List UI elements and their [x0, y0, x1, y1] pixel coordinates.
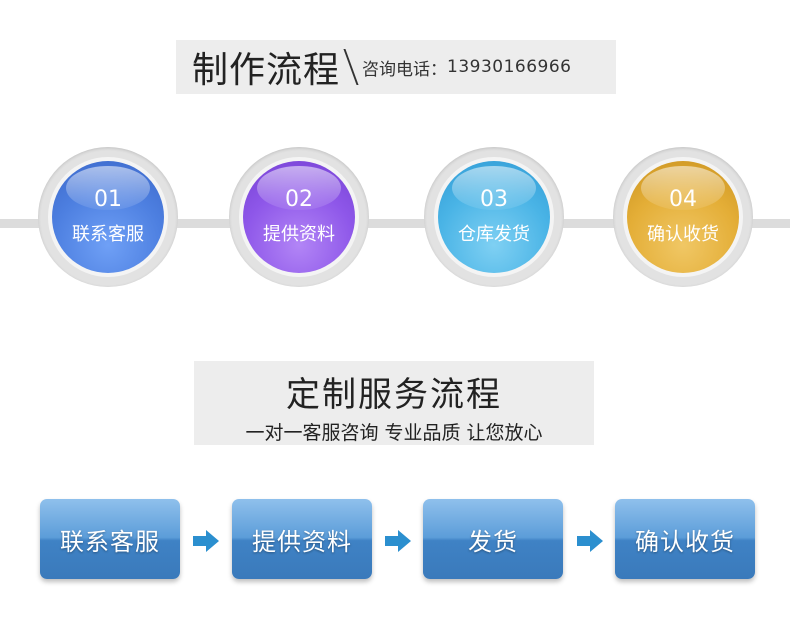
step-number: 02 — [285, 187, 313, 212]
process-step-confirm-button[interactable]: 确认收货 — [615, 499, 755, 579]
step-2: 02 提供资料 — [229, 147, 369, 287]
step-ball: 02 提供资料 — [243, 161, 355, 273]
page-title: 制作流程 — [192, 50, 341, 91]
section-title: 定制服务流程 — [286, 375, 502, 415]
step-3: 03 仓库发货 — [424, 147, 564, 287]
steps-track — [0, 219, 790, 228]
step-label: 提供资料 — [263, 224, 335, 245]
step-number: 03 — [480, 187, 508, 212]
phone-number: 13930166966 — [447, 57, 572, 77]
step-ball: 01 联系客服 — [52, 161, 164, 273]
step-label: 仓库发货 — [458, 224, 530, 245]
arrow-right-icon — [193, 530, 219, 552]
custom-service-header: 定制服务流程 一对一客服咨询 专业品质 让您放心 — [194, 361, 594, 445]
step-label: 联系客服 — [72, 224, 144, 245]
contact-label: 咨询电话： — [362, 59, 448, 80]
arrow-right-icon — [385, 530, 411, 552]
step-number: 04 — [669, 187, 697, 212]
step-number: 01 — [94, 187, 122, 212]
production-flow-header: 制作流程 咨询电话： 13930166966 — [176, 40, 616, 94]
step-1: 01 联系客服 — [38, 147, 178, 287]
divider-slash — [343, 49, 359, 85]
process-step-contact-button[interactable]: 联系客服 — [40, 499, 180, 579]
section-subtitle: 一对一客服咨询 专业品质 让您放心 — [245, 422, 543, 444]
process-step-ship-button[interactable]: 发货 — [423, 499, 563, 579]
step-label: 确认收货 — [647, 224, 719, 245]
arrow-right-icon — [577, 530, 603, 552]
process-step-provide-button[interactable]: 提供资料 — [232, 499, 372, 579]
step-ball: 03 仓库发货 — [438, 161, 550, 273]
step-ball: 04 确认收货 — [627, 161, 739, 273]
step-4: 04 确认收货 — [613, 147, 753, 287]
